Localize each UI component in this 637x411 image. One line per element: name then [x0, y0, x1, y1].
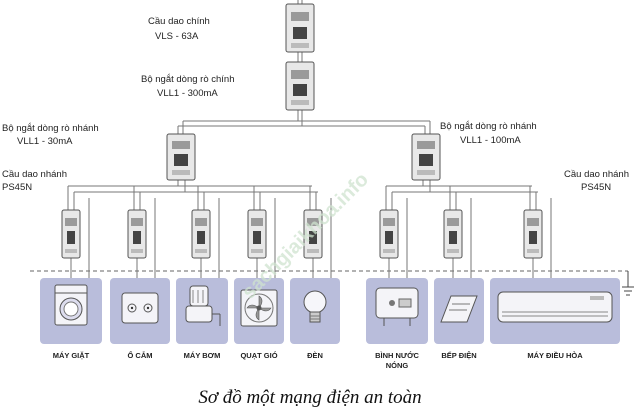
- main-rcd: [285, 61, 315, 111]
- appliance-name-fan: QUẠT GIÓ: [240, 351, 277, 360]
- branch-rcd-right: [411, 133, 441, 181]
- label-branch-rcd-right-line2: VLL1 - 100mA: [460, 135, 521, 146]
- label-branch-breaker-right-line1: Cầu dao nhánh: [564, 169, 629, 180]
- bulb-icon: [303, 290, 327, 323]
- water-heater-icon: [375, 287, 419, 326]
- label-branch-rcd-left-line1: Bộ ngắt dòng rò nhánh: [2, 123, 99, 134]
- appliance-name-air-conditioner: MÁY ĐIỀU HÒA: [527, 350, 583, 360]
- branch-breaker-bulb: [303, 209, 323, 259]
- branch-breaker-pump: [191, 209, 211, 259]
- appliance-name-socket: Ổ CẮM: [128, 351, 153, 360]
- label-main-breaker-line1: Cầu dao chính: [148, 16, 210, 27]
- label-main-rcd-line1: Bộ ngắt dòng rò chính: [141, 74, 235, 85]
- label-main-rcd-line2: VLL1 - 300mA: [157, 88, 218, 99]
- appliance-name-washing-machine: MÁY GIẶT: [53, 351, 90, 360]
- branch-breaker-fan: [247, 209, 267, 259]
- diagram-caption: Sơ đồ một mạng điện an toàn: [198, 387, 421, 408]
- label-branch-breaker-right-line2: PS45N: [581, 182, 611, 193]
- branch-breaker-stove: [443, 209, 463, 259]
- wiring: [68, 0, 538, 193]
- branch-rcd-left: [166, 133, 196, 181]
- label-branch-breaker-left-line2: PS45N: [2, 182, 32, 193]
- appliance-name-stove: BẾP ĐIỆN: [441, 350, 476, 360]
- branch-breaker-water-heater: [379, 209, 399, 259]
- label-branch-breaker-left-line1: Cầu dao nhánh: [2, 169, 67, 180]
- appliance-name-bulb: ĐÈN: [307, 351, 323, 360]
- label-branch-rcd-right-line1: Bộ ngắt dòng rò nhánh: [440, 121, 537, 132]
- main-breaker: [285, 3, 315, 53]
- pump-icon: [185, 285, 221, 326]
- branch-breaker-air-conditioner: [523, 209, 543, 259]
- branch-breakers: [61, 209, 543, 259]
- label-branch-rcd-left-line2: VLL1 - 30mA: [17, 136, 73, 147]
- electric-stove-icon: [440, 295, 478, 323]
- breaker-drops: [67, 186, 552, 278]
- washing-machine-icon: [54, 284, 88, 326]
- branch-breaker-washing-machine: [61, 209, 81, 259]
- earth-symbol-icon: [622, 271, 634, 296]
- appliance-name-pump: MÁY BƠM: [184, 351, 221, 360]
- branch-breaker-socket: [127, 209, 147, 259]
- socket-icon: [121, 292, 159, 324]
- fan-icon: [240, 289, 278, 327]
- label-main-breaker-line2: VLS - 63A: [155, 31, 199, 42]
- air-conditioner-icon: [497, 291, 613, 323]
